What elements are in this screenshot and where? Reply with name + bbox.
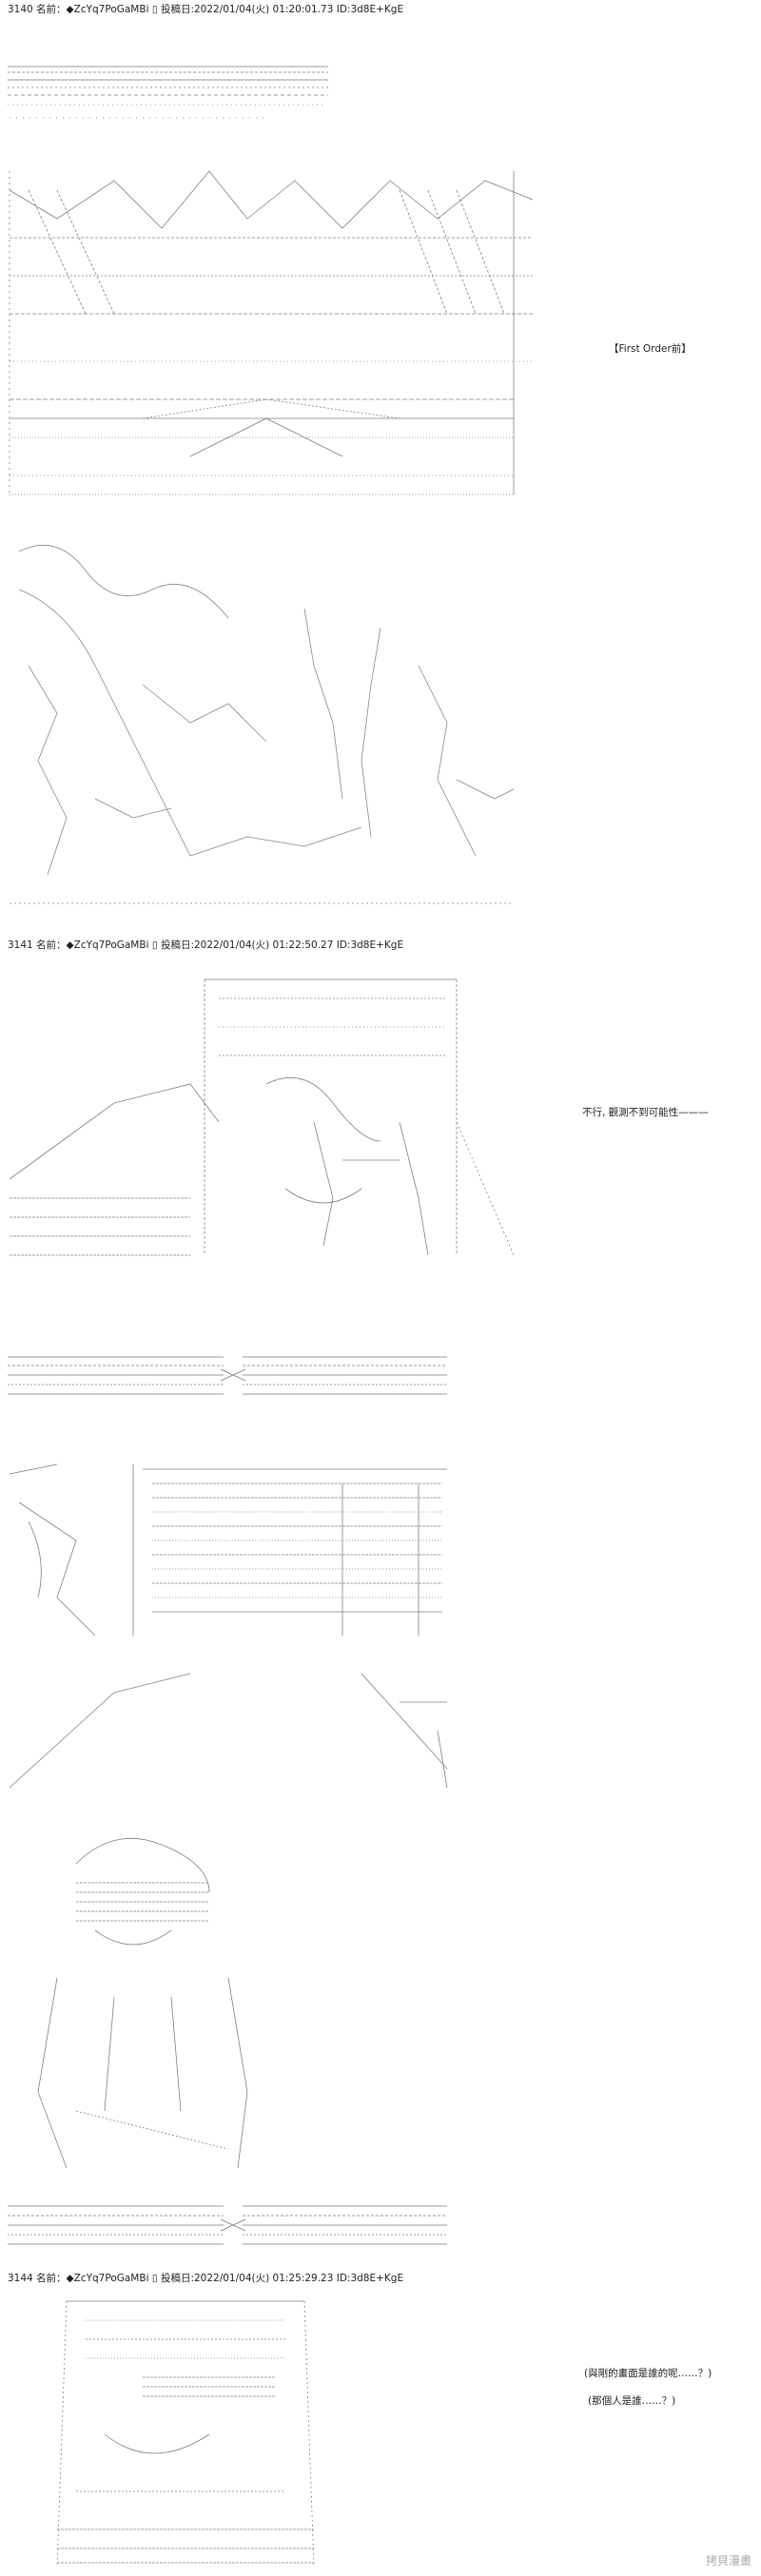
aa-final-character: [56, 2300, 315, 2568]
aa-character-scene: [9, 978, 515, 1256]
post-header-3144: 3144 名前：◆ZcYq7PoGaMBi ▯ 投稿日:2022/01/04(火…: [8, 2273, 404, 2284]
caption-impossible: 不行, 觀測不到可能性———: [582, 1107, 709, 1118]
caption-first-order: 【First Order前】: [609, 343, 692, 355]
caption-screen-owner: (與剛的畫面是誰的呢……？): [584, 2368, 712, 2379]
post-header-3140: 3140 名前：◆ZcYq7PoGaMBi ▯ 投稿日:2022/01/04(火…: [8, 4, 404, 15]
aa-arrow-lines-bottom: [8, 2205, 447, 2245]
aa-arrow-lines-top: [8, 1356, 447, 1395]
caption-who-person: (那個人是誰……？): [588, 2395, 676, 2407]
aa-landscape: [9, 170, 534, 495]
aa-standing-figure: [37, 1837, 248, 2169]
aa-top-strip: [8, 66, 328, 119]
post-header-3141: 3141 名前：◆ZcYq7PoGaMBi ▯ 投稿日:2022/01/04(火…: [8, 939, 404, 951]
aa-screen-scene: [9, 1463, 448, 1789]
aa-forest: [10, 545, 515, 904]
watermark: 拷貝漫畫: [705, 2554, 751, 2567]
